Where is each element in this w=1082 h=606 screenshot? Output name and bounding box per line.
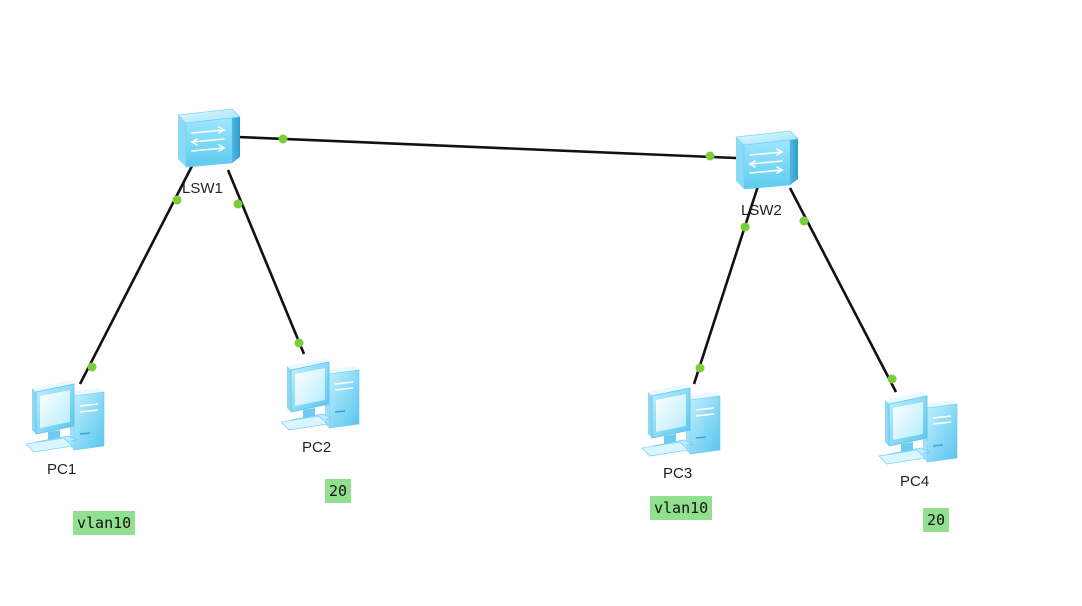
pc-icon-pc4[interactable]	[878, 391, 958, 465]
port-dot	[233, 199, 243, 209]
vlan-tag-pc2: 20	[325, 479, 352, 503]
port-dot	[278, 134, 288, 144]
port-dot	[695, 363, 705, 373]
link-lsw1-lsw2	[237, 135, 737, 160]
port-dot	[740, 222, 750, 232]
vlan-tag-pc3: vlan10	[650, 496, 713, 520]
port-dot	[294, 338, 304, 348]
link-lsw2-pc3	[692, 185, 760, 385]
switch-icon-lsw1[interactable]	[177, 108, 241, 168]
port-dot	[172, 195, 182, 205]
port-dot	[887, 374, 897, 384]
vlan-tag-pc4: 20	[923, 508, 950, 532]
switch-label-lsw1: LSW1	[182, 180, 223, 197]
port-dot	[87, 362, 97, 372]
port-dot	[705, 151, 715, 161]
port-dot	[799, 216, 809, 226]
pc-label-pc3: PC3	[663, 465, 693, 482]
pc-label-pc4: PC4	[900, 473, 930, 490]
pc-label-pc2: PC2	[302, 439, 332, 456]
pc-icon-pc2[interactable]	[280, 357, 360, 431]
link-lsw1-pc2	[226, 169, 306, 355]
pc-icon-pc1[interactable]	[25, 379, 105, 453]
switch-label-lsw2: LSW2	[741, 202, 782, 219]
pc-label-pc1: PC1	[47, 461, 77, 478]
pc-icon-pc3[interactable]	[641, 383, 721, 457]
switch-icon-lsw2[interactable]	[735, 130, 799, 190]
vlan-tag-pc1: vlan10	[73, 511, 136, 535]
